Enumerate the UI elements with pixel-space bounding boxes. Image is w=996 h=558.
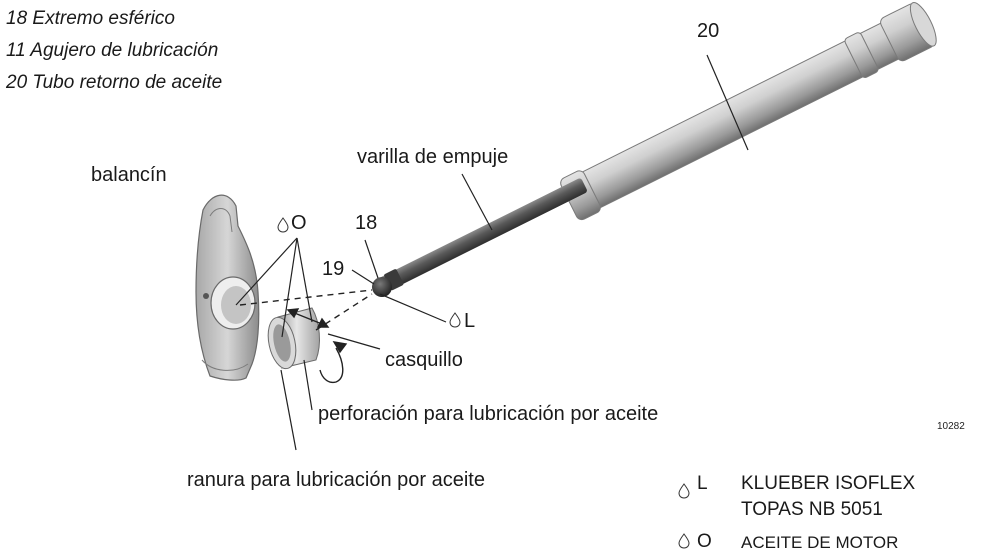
legend-item-11: 11 Agujero de lubricación <box>6 40 219 61</box>
marker-o-label: O <box>291 212 307 234</box>
key-o-text: ACEITE DE MOTOR <box>741 533 899 552</box>
key-l-line1: KLUEBER ISOFLEX <box>741 473 916 494</box>
insertion-arrow <box>286 308 330 328</box>
figure-code: 10282 <box>937 421 965 432</box>
callout-19: 19 <box>322 258 345 280</box>
label-ranura: ranura para lubricación por aceite <box>187 469 485 491</box>
oil-drop-icon <box>277 217 690 549</box>
rotation-arrow <box>319 341 348 384</box>
legend-item-20: 20 Tubo retorno de aceite <box>6 72 223 93</box>
rocker-arm <box>195 194 260 381</box>
callout-20: 20 <box>697 20 720 42</box>
legend-item-18: 18 Extremo esférico <box>6 8 175 29</box>
key-l-letter: L <box>697 473 708 494</box>
spherical-end <box>372 277 392 297</box>
callout-18: 18 <box>355 212 378 234</box>
leader-lines <box>235 54 749 451</box>
oil-return-tube <box>560 2 937 221</box>
label-balancin: balancín <box>91 164 167 186</box>
bushing <box>267 307 320 370</box>
key-o-letter: O <box>697 531 712 552</box>
label-varilla-de-empuje: varilla de empuje <box>357 146 509 168</box>
label-perforacion: perforación para lubricación por aceite <box>318 403 659 425</box>
label-casquillo: casquillo <box>385 349 463 371</box>
marker-l-label: L <box>464 310 476 332</box>
key-l-line2: TOPAS NB 5051 <box>741 499 883 520</box>
push-rod <box>380 178 587 292</box>
